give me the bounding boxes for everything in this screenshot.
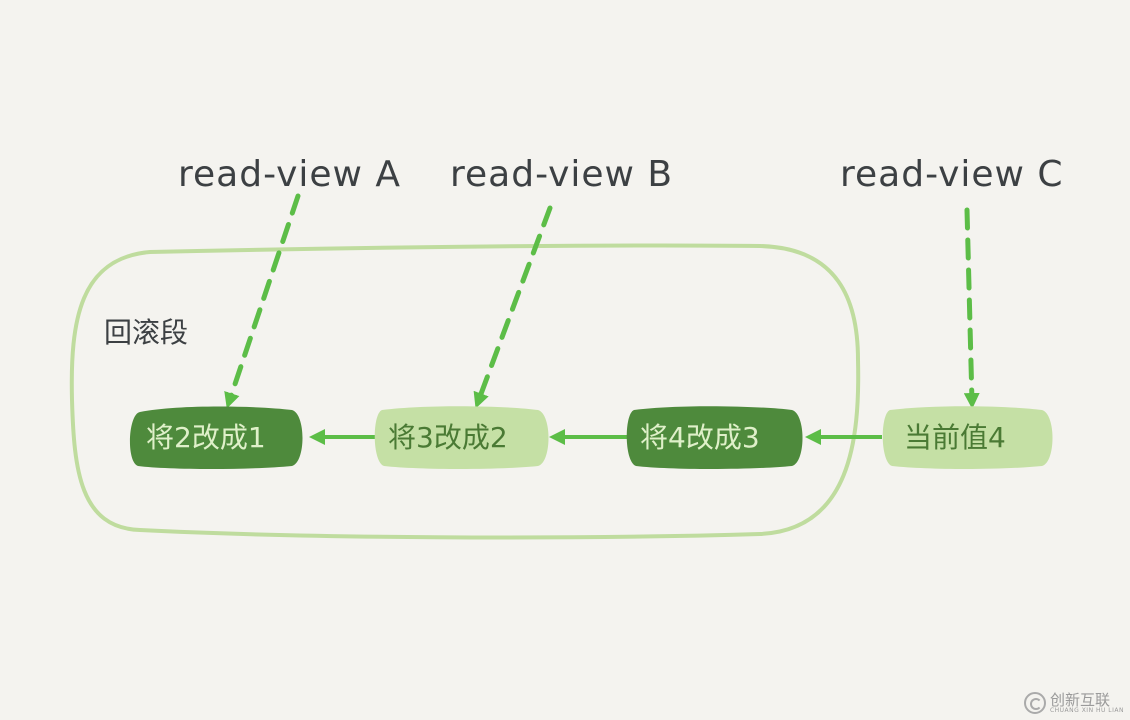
watermark: 创新互联 CHUANG XIN HU LIAN — [1023, 690, 1124, 714]
rollback-segment-label: 回滚段 — [104, 316, 188, 349]
current-value-node: 当前值4 — [882, 406, 1053, 469]
undo-node-2-label: 将3改成2 — [388, 421, 508, 454]
current-value-label: 当前值4 — [904, 421, 1006, 454]
watermark-subtext: CHUANG XIN HU LIAN — [1049, 706, 1124, 714]
logo-icon — [1023, 692, 1046, 714]
undo-node-3-label: 将4改成3 — [640, 421, 760, 454]
undo-node-2: 将3改成2 — [374, 406, 549, 469]
watermark-text: 创新互联 — [1049, 690, 1110, 709]
read-view-c-label: read-view C — [840, 154, 1064, 195]
rollback-segment-border — [69, 243, 861, 540]
read-view-b-arrow — [473, 205, 553, 409]
read-view-a-label: read-view A — [178, 154, 401, 195]
read-view-b-label: read-view B — [450, 154, 673, 195]
undo-node-1: 将2改成1 — [129, 406, 303, 469]
undo-node-3: 将4改成3 — [626, 406, 803, 469]
undo-node-1-label: 将2改成1 — [146, 421, 266, 454]
read-view-c-arrow — [963, 207, 980, 409]
read-view-a-arrow — [224, 193, 301, 409]
